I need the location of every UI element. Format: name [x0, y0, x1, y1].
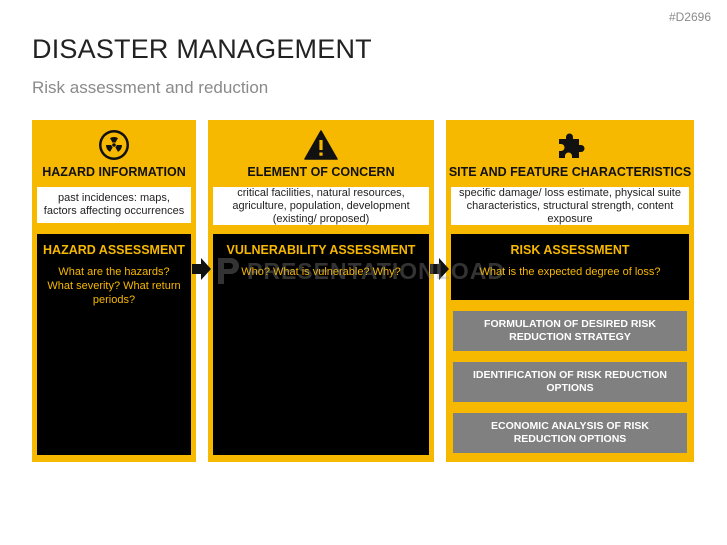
slide-id: #D2696	[668, 10, 711, 24]
hazard-information-box: past incidences: maps, factors affecting…	[37, 187, 191, 223]
risk-assessment-text: What is the expected degree of loss?	[479, 266, 661, 278]
hazard-column: HAZARD INFORMATION past incidences: maps…	[32, 120, 196, 462]
step-label: FORMULATION OF DESIRED RISK REDUCTION ST…	[484, 318, 656, 343]
warning-icon	[304, 130, 338, 160]
element-of-concern-text: critical facilities, natural resources, …	[232, 186, 410, 225]
hazard-assessment-heading: HAZARD ASSESSMENT	[43, 243, 185, 257]
site-characteristics-box: specific damage/ loss estimate, physical…	[451, 187, 689, 225]
site-column: SITE AND FEATURE CHARACTERISTICS specifi…	[446, 120, 694, 462]
risk-assessment-heading: RISK ASSESSMENT	[510, 243, 630, 257]
risk-assessment-box: RISK ASSESSMENT What is the expected deg…	[451, 234, 689, 300]
radiation-icon	[99, 130, 129, 160]
site-characteristics-heading: SITE AND FEATURE CHARACTERISTICS	[448, 165, 692, 179]
vulnerability-assessment-text: Who? What is vulnerable? Why?	[241, 266, 401, 278]
watermark-text: PRESENTATIONLOAD	[247, 257, 505, 284]
arrow-right-icon	[192, 258, 211, 280]
puzzle-icon	[559, 133, 585, 158]
step-risk-reduction-strategy: FORMULATION OF DESIRED RISK REDUCTION ST…	[453, 311, 687, 351]
hazard-information-heading: HAZARD INFORMATION	[42, 165, 186, 179]
hazard-information-text: past incidences: maps, factors affecting…	[43, 192, 185, 217]
arrow-right-icon	[430, 258, 449, 280]
page-title: DISASTER MANAGEMENT	[32, 34, 372, 64]
hazard-assessment-text: What are the hazards? What severity? Wha…	[47, 266, 181, 306]
element-of-concern-box: critical facilities, natural resources, …	[213, 187, 429, 225]
step-label: IDENTIFICATION OF RISK REDUCTION OPTIONS	[472, 369, 668, 394]
concern-column: ELEMENT OF CONCERN critical facilities, …	[208, 120, 434, 462]
watermark: PRESENTATIONLOAD	[215, 256, 505, 286]
page-subtitle: Risk assessment and reduction	[32, 78, 269, 97]
step-label: ECONOMIC ANALYSIS OF RISK REDUCTION OPTI…	[491, 420, 649, 445]
vulnerability-assessment-heading: VULNERABILITY ASSESSMENT	[226, 243, 416, 257]
element-of-concern-heading: ELEMENT OF CONCERN	[247, 165, 395, 179]
step-identification-options: IDENTIFICATION OF RISK REDUCTION OPTIONS	[453, 362, 687, 402]
site-characteristics-text: specific damage/ loss estimate, physical…	[459, 186, 681, 225]
vulnerability-assessment-box: VULNERABILITY ASSESSMENT Who? What is vu…	[213, 234, 429, 455]
watermark-logo-icon	[218, 258, 239, 284]
step-economic-analysis: ECONOMIC ANALYSIS OF RISK REDUCTION OPTI…	[453, 413, 687, 453]
hazard-assessment-box: HAZARD ASSESSMENT What are the hazards? …	[37, 234, 191, 455]
